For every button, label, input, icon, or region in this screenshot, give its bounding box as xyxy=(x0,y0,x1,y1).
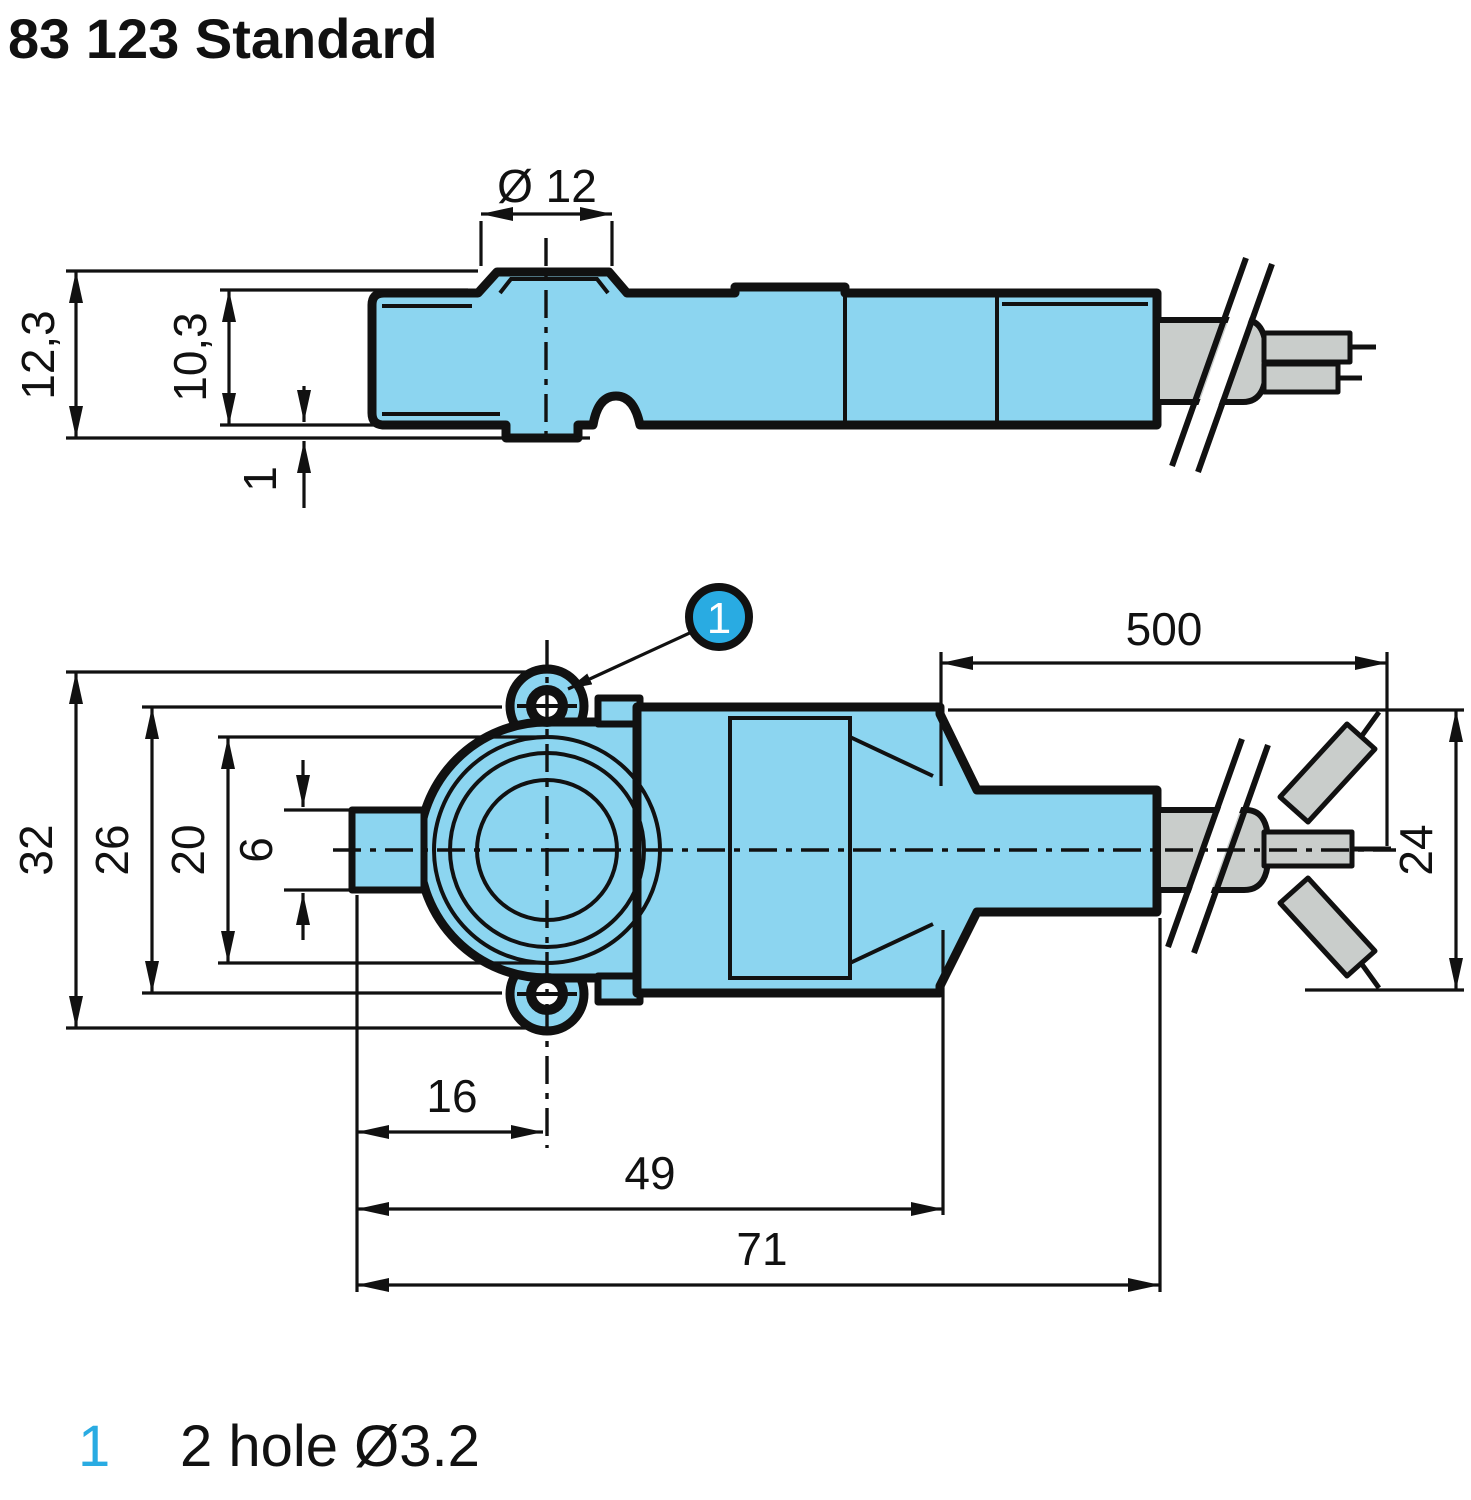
dim-lip: 1 xyxy=(234,386,311,508)
dim-overall-width: 32 xyxy=(10,670,558,1030)
dim-nub-width-label: 6 xyxy=(230,837,282,863)
dim-hole-offset: 16 xyxy=(357,1070,543,1139)
callout-number: 1 xyxy=(707,594,731,643)
side-view-break-band xyxy=(1176,260,1268,474)
dim-hole-offset-label: 16 xyxy=(426,1070,477,1122)
page-title: 83 123 Standard xyxy=(8,7,438,70)
dim-overall-height-label: 12,3 xyxy=(12,310,64,400)
dim-block-width: 26 xyxy=(86,705,502,995)
legend: 1 2 hole Ø3.2 xyxy=(78,1414,480,1479)
dim-body-length-label: 49 xyxy=(624,1147,675,1199)
callout-circle xyxy=(685,583,753,651)
dim-cable-length-label: 500 xyxy=(1126,603,1203,655)
dim-body-length: 49 xyxy=(357,930,945,1216)
side-view-wire-lower xyxy=(1261,361,1341,395)
dim-boss-diameter-label: Ø 12 xyxy=(497,160,597,212)
dim-lip-label: 1 xyxy=(234,466,286,492)
plan-view-wire-top xyxy=(1277,721,1378,825)
plan-view-wire-tip-top xyxy=(1358,710,1382,739)
plan-view-taper-line-top xyxy=(849,735,934,778)
plan-view-break-band xyxy=(1172,737,1264,951)
dim-wire-spread: 24 xyxy=(948,708,1464,992)
callout-leader-line xyxy=(567,629,695,691)
side-view: Ø 12 12,3 10,3 1 xyxy=(12,160,1376,508)
side-view-break-line-1 xyxy=(1169,256,1249,468)
dim-overall-width-label: 32 xyxy=(10,824,62,875)
dim-circle-diameter: 20 xyxy=(162,735,545,965)
dim-cable-length: 500 xyxy=(939,603,1389,846)
dim-total-length-label: 71 xyxy=(736,1223,787,1275)
plan-view-wire-bottom xyxy=(1277,875,1378,979)
plan-view-break-line-1 xyxy=(1165,737,1245,949)
dim-boss-diameter: Ø 12 xyxy=(479,160,614,266)
side-view-boss-inner-line xyxy=(498,277,610,295)
dim-block-width-label: 26 xyxy=(86,824,138,875)
legend-text: 2 hole Ø3.2 xyxy=(180,1414,480,1479)
side-view-break-line-2 xyxy=(1195,262,1275,474)
plan-view-taper-line-bottom xyxy=(849,922,934,965)
dim-wire-spread-label: 24 xyxy=(1390,824,1442,875)
legend-marker: 1 xyxy=(78,1414,110,1479)
dim-total-length: 71 xyxy=(357,918,1162,1292)
side-view-wire-upper xyxy=(1261,330,1353,365)
plan-view-inner-rect xyxy=(728,716,852,980)
plan-view: 1 32 26 20 6 xyxy=(10,583,1464,1292)
callout-1: 1 xyxy=(567,583,753,691)
dim-body-height: 10,3 xyxy=(164,288,502,427)
dim-body-height-label: 10,3 xyxy=(164,312,216,402)
dim-nub-width: 6 xyxy=(230,760,356,940)
dim-circle-diameter-label: 20 xyxy=(162,824,214,875)
dim-overall-height: 12,3 xyxy=(12,269,590,440)
plan-view-wire-tip-bottom xyxy=(1358,961,1382,990)
